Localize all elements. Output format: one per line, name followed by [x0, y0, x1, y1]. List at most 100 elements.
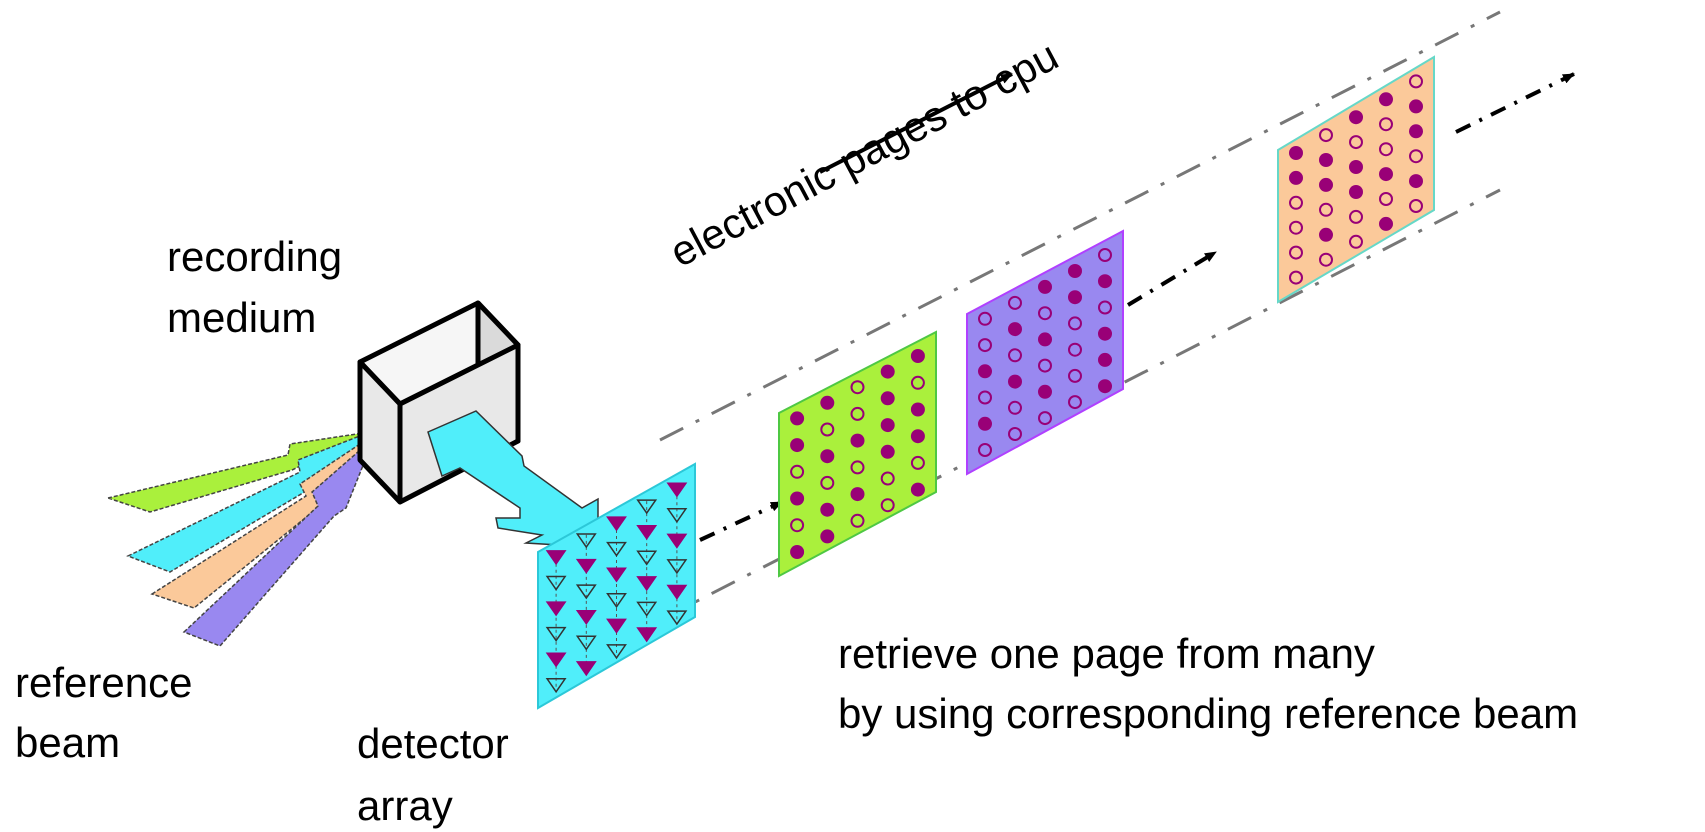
bit-off	[1098, 300, 1112, 315]
bit-on	[1038, 279, 1052, 294]
bit-off	[1038, 358, 1052, 373]
bit-off	[880, 498, 895, 513]
bit-off	[790, 464, 805, 479]
bit-off	[1289, 195, 1303, 210]
detector-pixel	[636, 601, 658, 617]
arrow-purple-to-peach	[1126, 250, 1218, 307]
bit-on	[820, 502, 835, 517]
arrow-detector-to-green	[699, 500, 783, 542]
bit-off	[1349, 209, 1363, 224]
reference-beam-line-1: reference	[15, 659, 192, 706]
detector-pixel	[545, 652, 567, 668]
bit-on	[1379, 216, 1393, 231]
bit-on	[790, 545, 805, 559]
bit-on	[1038, 332, 1052, 347]
bit-off	[820, 475, 835, 490]
bit-on	[1349, 110, 1363, 125]
detector-pixel	[666, 533, 688, 549]
bit-on	[1008, 374, 1022, 389]
electronic-pages-label: electronic pages to cpu	[662, 32, 1065, 276]
bit-on	[1319, 153, 1333, 167]
recording-medium-line-1: recording	[167, 233, 342, 280]
detector-array-line-1: detector	[357, 720, 509, 767]
caption-line-1: retrieve one page from many	[838, 630, 1375, 677]
arrow-peach-out	[1455, 72, 1575, 134]
bit-on	[880, 391, 895, 406]
detector-pixel	[575, 533, 597, 549]
bit-off	[1068, 342, 1082, 357]
detector-pixel	[636, 499, 658, 515]
bit-on	[1349, 185, 1363, 199]
detector-pixel	[636, 576, 658, 592]
bit-on	[820, 395, 835, 410]
detector-pixel	[575, 558, 597, 574]
electronic-pages-arrow	[819, 72, 1013, 174]
bit-on	[1379, 92, 1393, 107]
bit-off	[880, 471, 895, 486]
bit-on	[1098, 379, 1112, 394]
bit-on	[910, 482, 925, 497]
detector-pixel	[606, 593, 627, 609]
bit-off	[850, 460, 865, 475]
bit-off	[978, 390, 992, 405]
stored-pages	[778, 55, 1435, 578]
bit-off	[978, 311, 992, 326]
bit-on	[1379, 167, 1393, 182]
detector-pixel	[666, 508, 688, 524]
detector-pixel	[666, 482, 688, 498]
reference-beam-line-2: beam	[15, 719, 120, 766]
bit-off	[1008, 295, 1022, 310]
bit-off	[1379, 117, 1393, 132]
peach-page-plane	[1277, 55, 1435, 304]
bit-on	[910, 429, 925, 444]
bit-on	[880, 364, 895, 379]
bit-off	[1409, 199, 1423, 213]
detector-pixel	[575, 661, 597, 677]
detector-pixel	[606, 541, 627, 557]
bit-off	[910, 375, 925, 390]
bit-off	[1289, 270, 1303, 285]
detector-pixel	[575, 584, 597, 600]
recording-medium-label: recording medium	[167, 233, 354, 341]
detector-cells	[545, 482, 688, 694]
bit-off	[1319, 128, 1333, 143]
reference-beam-purple	[182, 437, 375, 647]
detector-array	[537, 462, 696, 710]
bit-off	[1409, 74, 1423, 89]
green-page-dots	[790, 349, 925, 559]
bit-on	[1349, 160, 1363, 174]
detector-pixel	[666, 559, 688, 575]
bit-off	[1008, 427, 1022, 441]
bit-off	[1008, 348, 1022, 363]
detector-pixel	[636, 627, 658, 643]
reference-beams	[105, 430, 375, 647]
detector-pixel	[545, 601, 567, 617]
bit-on	[978, 364, 992, 379]
bit-on	[1409, 124, 1423, 139]
detector-pixel	[575, 609, 597, 626]
bit-off	[1349, 234, 1363, 249]
detector-pixel	[606, 618, 627, 634]
bit-off	[910, 455, 925, 470]
bit-off	[1038, 306, 1052, 321]
bit-off	[1038, 411, 1052, 426]
peach-page-dots	[1289, 74, 1423, 285]
bit-off	[1068, 316, 1082, 331]
bit-on	[1409, 99, 1423, 114]
bit-on	[1068, 290, 1082, 305]
bit-on	[1098, 326, 1112, 341]
bit-off	[1319, 202, 1333, 217]
bit-off	[978, 338, 992, 353]
bit-off	[790, 518, 805, 533]
bit-on	[820, 449, 835, 464]
bit-on	[978, 416, 992, 431]
detector-pixel	[666, 610, 688, 626]
detector-pixel	[636, 550, 658, 566]
detector-pixel	[606, 644, 627, 660]
object-beam	[427, 410, 599, 547]
detector-pixel	[545, 626, 567, 642]
bit-on	[820, 529, 835, 544]
detector-array-label: detector array	[357, 720, 520, 829]
bit-off	[850, 513, 865, 528]
